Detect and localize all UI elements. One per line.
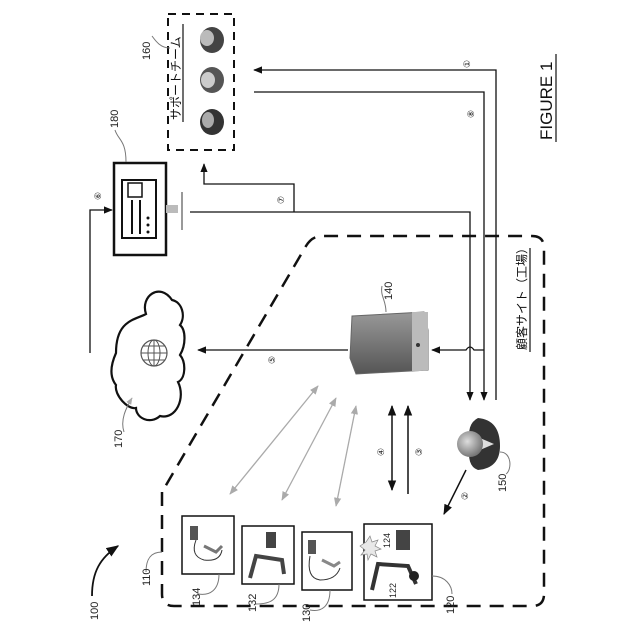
ref-130: 130 bbox=[301, 604, 313, 622]
figure-title: FIGURE 1 bbox=[537, 62, 556, 140]
step-4-label: ④ bbox=[376, 448, 386, 456]
wireless-link-132 bbox=[282, 398, 336, 500]
machine-130 bbox=[302, 532, 352, 590]
flow-arrow-step-7-operator bbox=[190, 212, 470, 400]
leader-120 bbox=[432, 576, 452, 594]
support-person-3-icon bbox=[200, 109, 224, 135]
ref-180: 180 bbox=[109, 110, 121, 128]
ref-122: 122 bbox=[388, 583, 398, 598]
terminal-device bbox=[114, 163, 182, 255]
wireless-link-134 bbox=[230, 386, 318, 494]
operator-icon bbox=[457, 418, 500, 470]
ref-120: 120 bbox=[445, 596, 457, 614]
wireless-link-130 bbox=[336, 406, 356, 506]
step-2-label: ② bbox=[460, 492, 470, 500]
ref-160: 160 bbox=[141, 42, 153, 60]
flow-arrow-to-gateway bbox=[432, 347, 484, 350]
support-team-label: サポートチーム bbox=[169, 36, 183, 120]
leader-180 bbox=[115, 130, 126, 162]
machine-134 bbox=[182, 516, 234, 574]
ref-150: 150 bbox=[497, 474, 509, 492]
support-team-box: サポートチーム bbox=[168, 14, 234, 150]
leader-150 bbox=[500, 452, 510, 474]
system-arrow-100 bbox=[92, 546, 118, 596]
ref-124: 124 bbox=[382, 533, 392, 548]
ref-100: 100 bbox=[89, 602, 101, 620]
leader-130 bbox=[310, 590, 330, 610]
ref-134: 134 bbox=[191, 588, 203, 606]
customer-site-label: 顧客サイト（工場） bbox=[514, 242, 529, 350]
step-6-label: ⑥ bbox=[93, 192, 103, 200]
step-3-label: ③ bbox=[414, 448, 424, 456]
step-1-label: ① bbox=[462, 60, 472, 68]
gateway-device bbox=[350, 312, 428, 374]
ref-140: 140 bbox=[383, 282, 395, 300]
step-7-label: ⑦ bbox=[276, 196, 286, 204]
flow-arrow-step-6 bbox=[90, 210, 112, 353]
support-person-1-icon bbox=[200, 27, 224, 53]
step-5-label: ⑤ bbox=[267, 356, 277, 364]
globe-icon bbox=[141, 340, 167, 366]
support-person-2-icon bbox=[200, 67, 224, 93]
step-8-label: ⑧ bbox=[466, 110, 476, 118]
machine-132 bbox=[242, 526, 294, 584]
ref-132: 132 bbox=[247, 594, 259, 612]
ref-110: 110 bbox=[141, 568, 153, 586]
ref-170: 170 bbox=[113, 430, 125, 448]
leader-132 bbox=[256, 584, 279, 604]
